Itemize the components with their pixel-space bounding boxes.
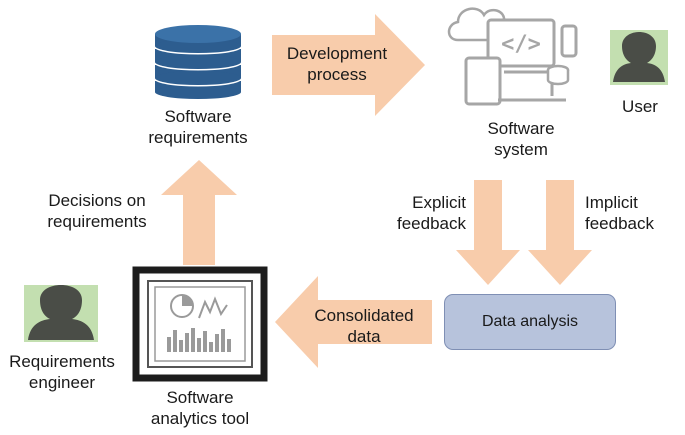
data-analysis-box: Data analysis [444,294,616,350]
software-analytics-tool-label: Software analytics tool [150,388,250,428]
data-analysis-label: Data analysis [481,313,579,330]
consolidated-data-label: Consolidated data [314,306,414,346]
explicit-feedback-arrow [456,180,520,285]
user-label: User [622,97,658,116]
user-avatar-icon [610,30,668,85]
decisions-arrow [161,160,237,265]
svg-text:</>: </> [501,32,541,57]
development-process-label: Development process [286,44,388,84]
software-system-label: Software system [487,119,555,159]
consolidated-data-arrow [275,276,432,368]
software-requirements-label: Software requirements [148,107,248,147]
tablet [464,56,502,106]
development-process-arrow [272,14,425,116]
database-icon [155,25,241,99]
phone [560,24,578,58]
decisions-on-requirements-label: Decisions on requirements [47,191,147,231]
requirements-engineer-label: Requirements engineer [9,352,115,392]
engineer-avatar-icon [24,285,98,342]
devices-icon: </> [447,7,578,106]
monitor [486,18,556,68]
analytics-tool-icon [132,266,268,382]
explicit-feedback-label: Explicit feedback [397,193,466,233]
implicit-feedback-arrow [528,180,592,285]
implicit-feedback-label: Implicit feedback [585,193,654,233]
